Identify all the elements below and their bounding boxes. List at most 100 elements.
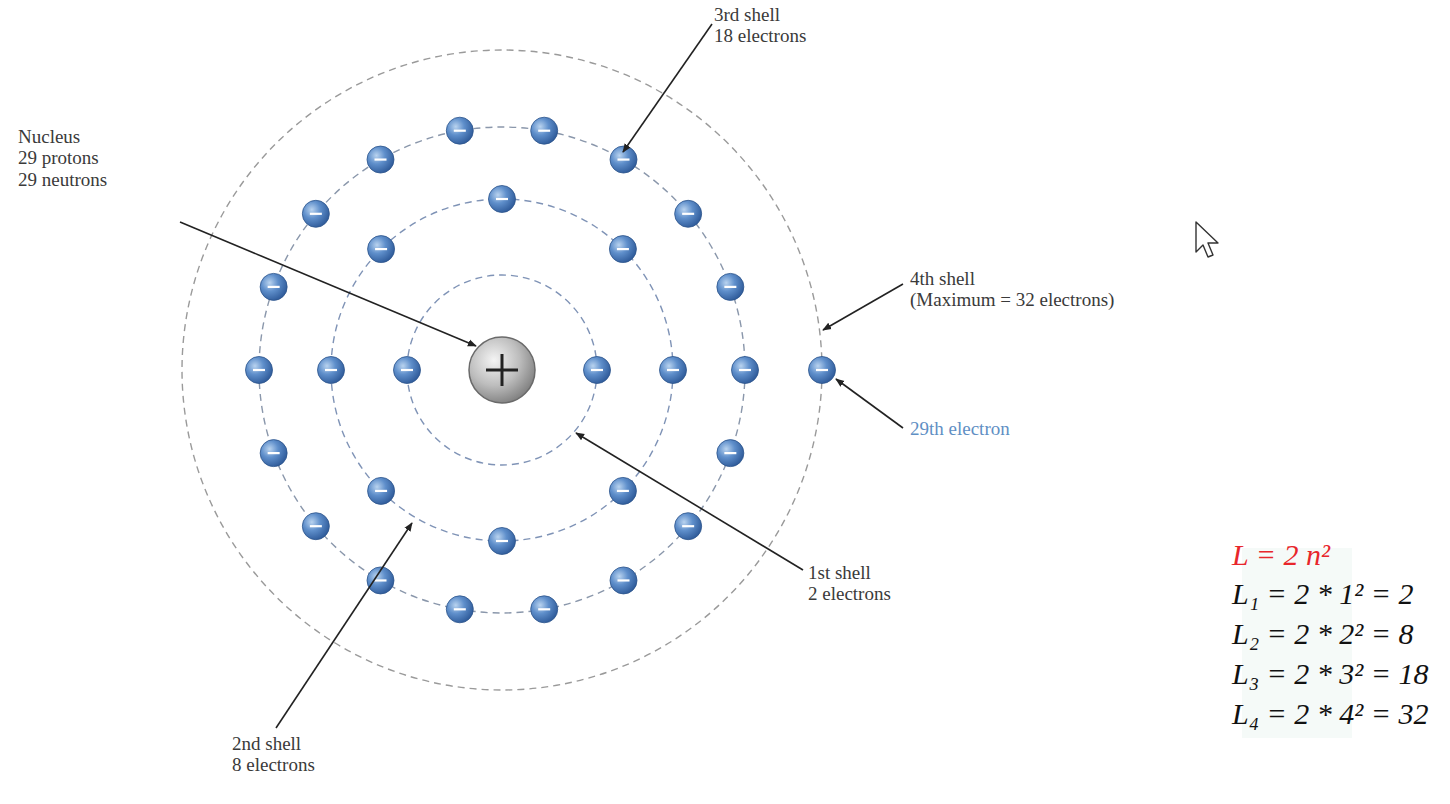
electron-ball [489,528,516,555]
electron [531,117,558,144]
electron-ball [318,357,345,384]
minus-sign [375,579,387,581]
minus-sign [667,369,679,371]
electron-ball [717,440,744,467]
minus-sign [375,490,387,492]
electron-ball [260,273,287,300]
electron-ball [610,567,637,594]
minus-sign [310,213,322,215]
minus-sign [724,452,736,454]
nucleus [469,337,535,403]
nucleus-circle [469,337,535,403]
electron-ball [732,357,759,384]
formula: L₃ = 2 * 3² = 18 [1232,657,1429,690]
minus-sign [496,540,508,542]
minus-sign [268,452,280,454]
electron [367,146,394,173]
electron [302,200,329,227]
leader-line [823,284,903,330]
minus-sign [454,608,466,610]
electron-ball [531,596,558,623]
electron [809,357,836,384]
leader-line [836,379,903,428]
minus-sign [375,158,387,160]
minus-sign [454,130,466,132]
minus-sign [310,525,322,527]
minus-sign [617,490,629,492]
minus-sign [618,579,630,581]
electron-shells [182,50,822,690]
electron [446,596,473,623]
electron-ball [367,146,394,173]
electron-ball [717,273,744,300]
electron-ball [584,357,611,384]
electron-ball [446,117,473,144]
formula: L = 2 n² [1232,538,1330,571]
minus-sign [618,158,630,160]
electron [260,273,287,300]
minus-sign [682,213,694,215]
shell-label: 1st shell 2 electrons [808,562,891,605]
minus-sign [617,248,629,250]
electron-ball [609,477,636,504]
minus-sign [375,248,387,250]
electron-ball [531,117,558,144]
electron-ball [260,440,287,467]
electron [302,513,329,540]
electron [489,186,516,213]
leader-line [576,433,803,570]
electron-label: 29th electron [910,418,1010,439]
electron [717,440,744,467]
electron [368,236,395,263]
electron [260,440,287,467]
leader-line [623,24,712,152]
electron [660,357,687,384]
electron-ball [368,477,395,504]
shell-orbit [259,127,745,613]
electron-ball [302,513,329,540]
nucleus-label: Nucleus 29 protons 29 neutrons [18,126,107,190]
electron [610,567,637,594]
minus-sign [538,608,550,610]
minus-sign [325,369,337,371]
electron-ball [246,357,273,384]
electron-ball [368,236,395,263]
electron-ball [675,200,702,227]
shell-orbit [331,199,673,541]
minus-sign [268,286,280,288]
electron [609,477,636,504]
leader-line [180,222,476,346]
electron [675,513,702,540]
electron-ball [660,357,687,384]
minus-sign [724,286,736,288]
electron [584,357,611,384]
minus-sign [739,369,751,371]
mouse-cursor [1196,222,1218,257]
electron [246,357,273,384]
plus-sign [501,354,504,386]
electron-ball [609,236,636,263]
formula: L₁ = 2 * 1² = 2 [1232,577,1414,610]
minus-sign [401,369,413,371]
electron [531,596,558,623]
leader-lines [180,24,903,728]
electrons [246,117,836,623]
shell-label: 4th shell (Maximum = 32 electrons) [910,268,1114,311]
leader-line [276,523,412,728]
minus-sign [816,369,828,371]
electron [609,236,636,263]
formula: L₄ = 2 * 4² = 32 [1232,697,1429,730]
shell-orbit [182,50,822,690]
electron-ball [302,200,329,227]
electron [394,357,421,384]
electron [732,357,759,384]
electron [489,528,516,555]
shell-label: 3rd shell 18 electrons [714,4,806,47]
electron-ball [809,357,836,384]
minus-sign [682,525,694,527]
electron [318,357,345,384]
electron [717,273,744,300]
electron [675,200,702,227]
